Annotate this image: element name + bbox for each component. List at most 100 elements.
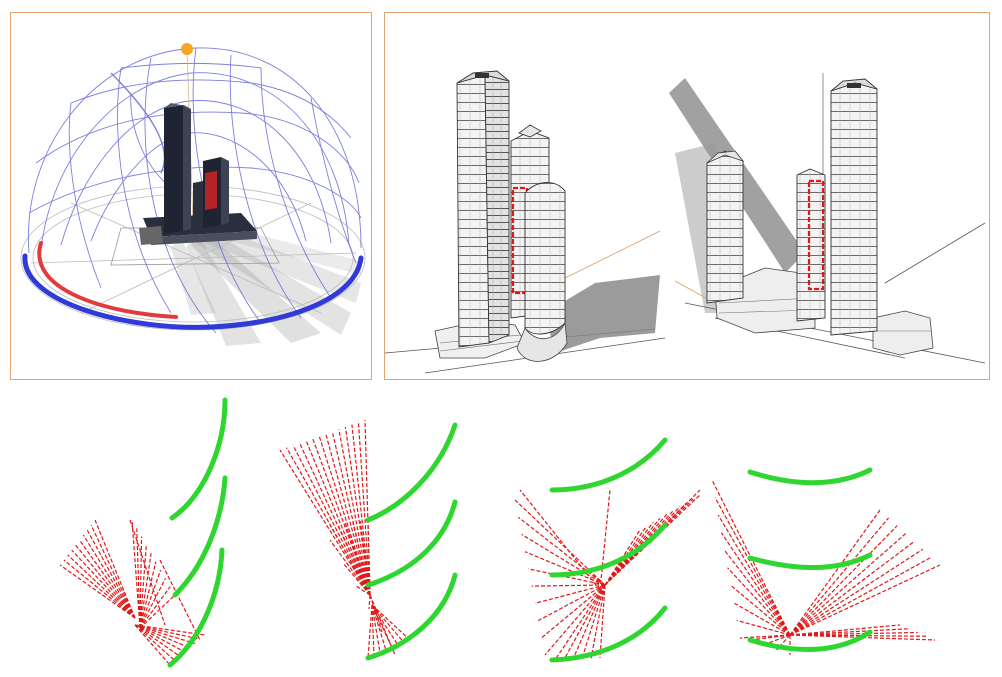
set-4-bottom-ray-0 — [749, 634, 791, 641]
set-2-lower-ray-7 — [371, 604, 411, 641]
set-1-lower-ray-2 — [134, 624, 181, 657]
set-4-right-ray-7 — [789, 564, 941, 636]
set-2-lower-ray-0 — [367, 604, 373, 659]
sun-path-dome — [27, 47, 362, 334]
set-1-mid-ray-4 — [139, 553, 152, 629]
right-tall-tower — [830, 78, 878, 336]
set-2-upper-ray-2 — [292, 445, 371, 596]
set-4-right-ray-3 — [789, 533, 907, 636]
set-2-cross-ray-3 — [368, 594, 371, 610]
set-2-mid-ray-2 — [344, 522, 371, 596]
set-2-upper-ray-10 — [344, 426, 371, 596]
set-2-cross-ray-2 — [355, 585, 371, 596]
set-2-upper-ray-1 — [286, 447, 371, 596]
sun-path-panel — [10, 12, 372, 380]
set-2-lower-ray-5 — [371, 604, 399, 646]
set-3-left-ray-3 — [524, 551, 606, 586]
set-2-lower-ray-1 — [371, 604, 375, 656]
set-4-right-ray-2 — [789, 525, 898, 636]
set-1-upper-ray-7 — [86, 529, 136, 619]
set-2-lower-ray-2 — [371, 604, 381, 653]
reflector-arc-1a — [169, 397, 228, 521]
set-1-edge-b — [159, 559, 201, 641]
reflector-arc-1c — [167, 547, 225, 668]
red-tower — [203, 157, 229, 228]
set-1-lower-ray-0 — [134, 624, 171, 666]
set-1-lower-ray-4 — [134, 624, 191, 649]
set-2-upper-ray-13 — [364, 419, 371, 596]
set-4-left-ray-3 — [720, 532, 791, 636]
set-2-mid-ray-1 — [337, 523, 371, 596]
set-3-guide-ray-1 — [599, 489, 611, 591]
sun-path-diagram — [20, 43, 366, 346]
set-1-mid-ray-3 — [139, 544, 147, 629]
set-4-flat-ray-1 — [789, 628, 909, 636]
set-3-left-ray-5 — [531, 584, 606, 587]
set-1-mid-ray-9 — [139, 594, 176, 629]
set-4-left-ray-1 — [714, 497, 791, 636]
left-tall-tower — [456, 70, 510, 348]
set-2-lower-ray-6 — [371, 604, 405, 643]
set-2-upper-ray-11 — [351, 424, 371, 596]
set-4-left-ray-6 — [730, 584, 791, 636]
set-2-lower-ray-3 — [371, 604, 387, 651]
set-1-upper-ray-4 — [75, 544, 136, 619]
set-1-upper-ray-5 — [78, 539, 136, 619]
set-2-upper-ray-7 — [325, 433, 371, 596]
reflector-arc-1b — [172, 475, 228, 598]
set-1-lower-ray-3 — [134, 624, 186, 653]
red-target-zone-right — [807, 179, 825, 291]
set-4-bottom-ray-1 — [763, 634, 791, 646]
view-left — [385, 70, 666, 374]
set-1-mid-ray-0 — [131, 519, 141, 629]
set-1-mid-ray-2 — [139, 536, 143, 629]
tower-perspective-views — [385, 70, 986, 374]
set-2-cross-ray-1 — [342, 562, 371, 596]
set-3-bottom-ray-4 — [590, 584, 606, 659]
set-2-mid-ray-0 — [329, 524, 371, 596]
set-3-left-ray-8 — [541, 584, 606, 639]
set-1-mid-ray-8 — [139, 586, 171, 629]
set-4-right-ray-0 — [789, 509, 881, 636]
right-short-tower — [706, 150, 745, 304]
set-3-left-ray-2 — [521, 533, 606, 586]
cast-shadow — [545, 275, 660, 353]
set-2-cross-ray-0 — [329, 539, 371, 596]
set-3-left-ray-7 — [538, 584, 606, 622]
reflector-arc-3c — [549, 605, 668, 663]
set-3-bottom-ray-1 — [563, 584, 606, 660]
set-4-left-ray-2 — [717, 514, 791, 636]
reflector-arc-2a — [365, 422, 458, 523]
reflector-arc-3b — [549, 522, 668, 578]
set-1-edge-a — [129, 519, 166, 626]
set-2-upper-ray-6 — [318, 435, 371, 596]
set-3-left-ray-9 — [544, 584, 606, 656]
set-3-right-ray-9 — [604, 494, 701, 586]
dark-tower — [164, 103, 191, 234]
set-4-right-ray-5 — [789, 548, 924, 636]
set-3-bottom-ray-0 — [554, 584, 606, 661]
reflector-arc-2c — [365, 572, 458, 661]
right-mid-tower — [796, 168, 826, 322]
set-2-upper-ray-9 — [338, 429, 371, 596]
sun-icon — [181, 43, 193, 55]
reflector-arc-4c — [747, 629, 873, 652]
set-1-lower-ray-1 — [134, 624, 176, 662]
set-3-left-ray-4 — [528, 568, 606, 586]
set-3-bottom-ray-5 — [599, 584, 606, 659]
set-4-flat-ray-2 — [789, 631, 918, 636]
set-1-lower-ray-5 — [134, 624, 196, 645]
small-tower — [193, 181, 203, 229]
set-1-lower-ray-6 — [134, 624, 201, 640]
set-4-flat-ray-0 — [789, 624, 901, 636]
set-1-mid-ray-6 — [139, 569, 162, 629]
set-4-left-ray-8 — [736, 619, 791, 636]
set-4-bottom-ray-2 — [776, 634, 791, 651]
set-1-upper-ray-0 — [59, 564, 136, 619]
left-curved-tower — [516, 182, 568, 362]
set-1-upper-ray-8 — [90, 524, 136, 619]
set-3-bottom-ray-2 — [572, 584, 606, 660]
set-1-mid-ray-5 — [139, 561, 157, 629]
set-1-upper-ray-2 — [67, 554, 136, 619]
reflection-ray-diagrams — [59, 397, 941, 668]
